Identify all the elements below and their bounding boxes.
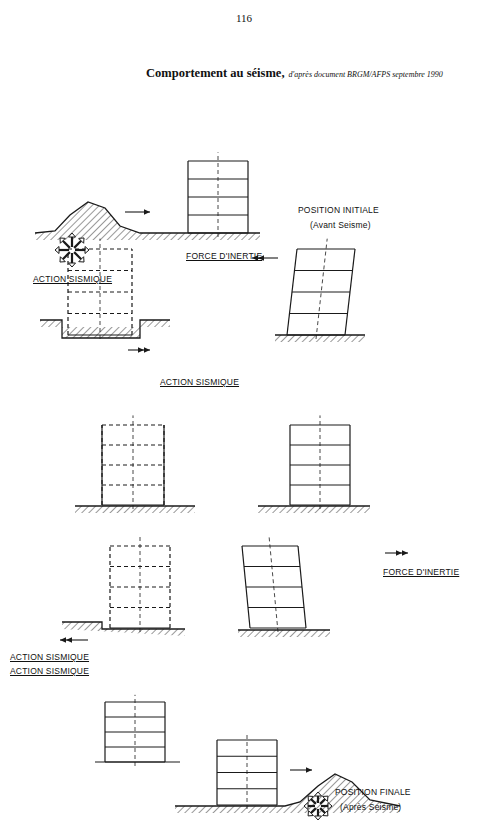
arrow-head (144, 347, 150, 352)
force-label: ACTION SISMIQUE (160, 378, 239, 388)
state-label: (Après Seisme) (340, 803, 401, 813)
force-label: ACTION SISMIQUE (10, 667, 89, 677)
drawing-stroke (105, 747, 165, 748)
seismic-symbol (60, 257, 65, 262)
arrow-head (396, 550, 402, 555)
drawing-stroke (68, 292, 132, 293)
state-label: (Avant Seisme) (310, 221, 371, 231)
drawing-stroke (321, 805, 328, 807)
drawing-stroke (316, 239, 327, 339)
drawing-stroke (317, 796, 319, 803)
drawing-stroke (275, 334, 365, 335)
force-label: ACTION SISMIQUE (33, 275, 112, 285)
ground-hatch (40, 320, 170, 338)
seismic-symbol (315, 792, 322, 796)
drawing-stroke (320, 415, 321, 509)
arrow-head (66, 637, 72, 642)
ground-hatch (258, 506, 370, 513)
arrow-head (402, 550, 408, 555)
drawing-stroke (105, 732, 165, 733)
arrow-head (306, 767, 312, 772)
drawing-stroke (295, 270, 353, 271)
ground-hatch (275, 335, 365, 342)
drawing-stroke (218, 152, 219, 237)
seismic-symbol (323, 811, 328, 816)
seismic-symbol (304, 803, 308, 810)
seismic-symbol (315, 816, 322, 820)
drawing-stroke (71, 253, 73, 263)
arrow-head (60, 637, 66, 642)
force-label: ACTION SISMIQUE (10, 653, 89, 663)
drawing-stroke (63, 252, 70, 259)
drawing-stroke (100, 239, 101, 339)
page-number: 116 (236, 12, 252, 25)
drawing-stroke (290, 313, 348, 314)
drawing-stroke (247, 732, 248, 809)
seismic-symbol (55, 247, 59, 254)
drawing-stroke (63, 241, 70, 248)
drawing-stroke (68, 270, 132, 271)
drawing-stroke (68, 248, 132, 249)
title: Comportement au séisme, (146, 66, 285, 80)
drawing-stroke (95, 761, 180, 762)
source-note: d'après document BRGM/AFPS septembre 199… (289, 70, 443, 79)
arrow-head (138, 347, 144, 352)
drawing-stroke (35, 202, 260, 233)
drawing-stroke (40, 320, 170, 338)
drawing-stroke (140, 536, 141, 632)
arrow-head (144, 209, 150, 214)
drawing-stroke (217, 788, 277, 789)
drawing-stroke (311, 808, 316, 813)
drawing-stroke (135, 695, 136, 766)
seismic-symbol (308, 796, 313, 801)
seismic-symbol (323, 796, 328, 801)
drawing-stroke (317, 809, 319, 816)
drawing-stroke (269, 536, 278, 632)
drawing-stroke (297, 248, 355, 249)
seismic-symbol (60, 238, 65, 243)
drawing-stroke (320, 808, 325, 813)
seismic-symbol (69, 233, 76, 237)
drawing-stroke (71, 237, 73, 247)
drawing-stroke (68, 313, 132, 314)
seismic-symbol (79, 257, 84, 262)
seismic-symbol (79, 238, 84, 243)
drawing-stroke (163, 425, 164, 505)
drawing-stroke (62, 622, 185, 629)
seismic-symbol (328, 803, 332, 810)
drawing-stroke (74, 252, 81, 259)
drawing-stroke (163, 425, 164, 505)
drawing-stroke (217, 739, 277, 740)
drawing-stroke (74, 241, 81, 248)
ground-hatch (62, 622, 185, 636)
drawing-stroke (238, 629, 330, 630)
state-label: POSITION FINALE (335, 788, 411, 798)
ground-hatch (35, 202, 260, 240)
drawing-stroke (188, 160, 248, 161)
seismic-symbol (69, 263, 76, 267)
ground-hatch (238, 630, 330, 637)
force-label: FORCE D'INERTIE (186, 252, 262, 262)
drawing-stroke (101, 425, 102, 505)
drawing-stroke (258, 505, 370, 506)
drawing-stroke (320, 799, 325, 804)
seismic-symbol (85, 247, 89, 254)
drawing-stroke (311, 799, 316, 804)
state-label: POSITION INITIALE (298, 206, 379, 216)
ground-hatch (75, 506, 195, 513)
drawing-stroke (308, 805, 315, 807)
drawing-stroke (101, 425, 102, 505)
drawing-stroke (133, 415, 134, 509)
drawing-stroke (292, 292, 350, 293)
drawing-stroke (188, 197, 248, 198)
force-label: FORCE D'INERTIE (383, 568, 459, 578)
seismic-symbol (308, 811, 313, 816)
drawing-stroke (75, 505, 195, 506)
